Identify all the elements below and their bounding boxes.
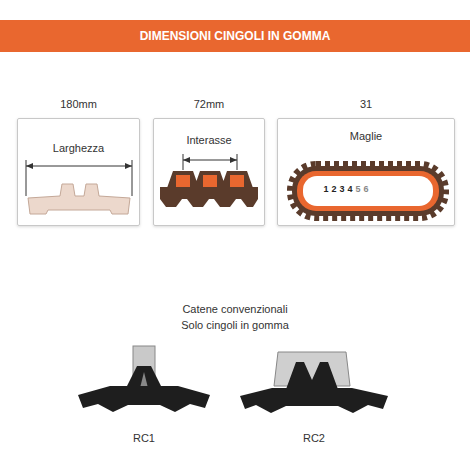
link-number: 6 — [363, 184, 368, 194]
caption-text: Solo cingoli in gomma — [181, 319, 289, 331]
rc1-profile — [78, 346, 210, 412]
profile-name: RC1 — [133, 432, 155, 444]
dimension-value: 180mm — [60, 98, 97, 110]
caption-text: Catene convenzionali — [182, 303, 287, 315]
profile-name: RC2 — [303, 432, 325, 444]
link-number: 2 — [331, 184, 336, 194]
width-arrow — [26, 160, 132, 196]
track-cross-section — [28, 184, 130, 214]
dimension-name: Maglie — [350, 130, 382, 142]
dimension-name: Interasse — [186, 134, 231, 146]
pitch-arrow — [183, 154, 237, 170]
dimension-name: Larghezza — [53, 142, 104, 154]
panel-border — [17, 118, 140, 226]
dimension-value: 72mm — [194, 98, 225, 110]
dimension-panel: 180mmLarghezza — [17, 96, 140, 226]
link-number: 3 — [339, 184, 344, 194]
link-number: 1 — [323, 184, 328, 194]
link-number: 4 — [347, 184, 352, 194]
track-loop — [290, 164, 446, 218]
link-number: 5 — [355, 184, 360, 194]
dimension-panel: 72mmInterasse — [153, 96, 265, 226]
rc2-profile — [240, 352, 388, 413]
dimension-panel: 31Maglie — [277, 96, 455, 226]
header-title: DIMENSIONI CINGOLI IN GOMMA — [0, 20, 470, 52]
dimension-value: 31 — [360, 98, 372, 110]
track-side-section — [160, 171, 258, 207]
